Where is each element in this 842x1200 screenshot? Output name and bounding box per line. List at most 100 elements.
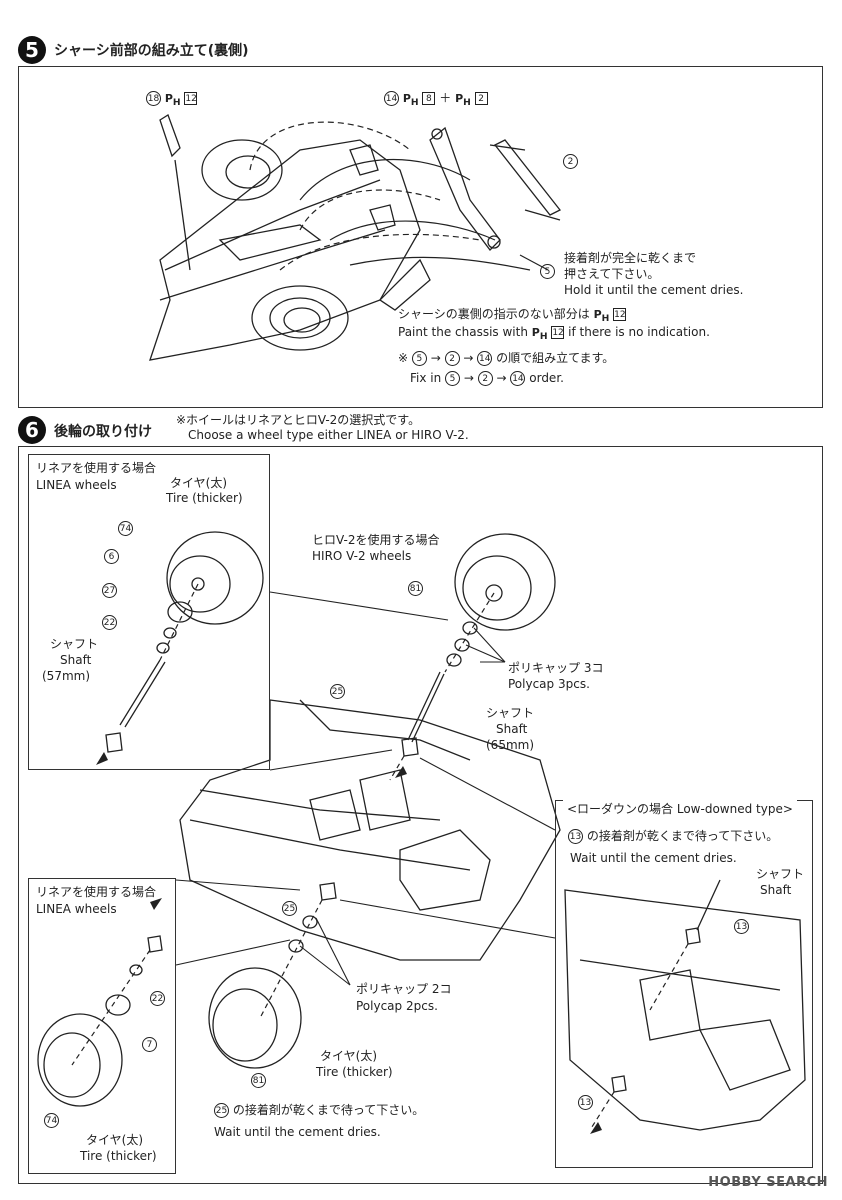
cement-note-jp2: 押さえて下さい。 [564, 267, 660, 281]
hiro-part-25: 25 [330, 683, 345, 699]
paint-code-icon: PH [402, 92, 419, 109]
paint-note-en-a: Paint the chassis with [398, 325, 528, 339]
hiro-polycap-jp: ポリキャップ 3コ [508, 661, 604, 675]
part-14-number: 14 [384, 91, 399, 106]
part-13-number: 13 [578, 1095, 593, 1110]
order-suffix-jp: の順で組み立てます。 [496, 351, 615, 365]
part-81-number: 81 [408, 581, 423, 596]
order-part-2: 2 [444, 351, 460, 366]
part-2-number: 2 [563, 154, 578, 169]
part-18-number: 18 [146, 91, 161, 106]
linea-top-label-jp: リネアを使用する場合 [36, 461, 157, 475]
lowdown-note-en: Wait until the cement dries. [570, 851, 737, 865]
linea-top-shaft-en: Shaft [60, 653, 92, 667]
hiro-shaft-en: Shaft [496, 722, 528, 736]
linea-top-part-27: 27 [102, 582, 117, 598]
part-7-number: 7 [142, 1037, 157, 1052]
part-74-number: 74 [118, 521, 133, 536]
bottom-polycap-en: Polycap 2pcs. [356, 999, 438, 1013]
paint-note-en-b: if there is no indication. [568, 325, 710, 339]
paint-number-box: 2 [474, 92, 488, 105]
lowdown-shaft-jp: シャフト [756, 867, 805, 881]
hiro-polycap-en: Polycap 3pcs. [508, 677, 590, 691]
order-prefix-en: Fix in [410, 371, 442, 385]
linea-top-tire-jp: タイヤ(太) [170, 476, 228, 490]
callout-part-5: 5 [540, 263, 555, 279]
bottom-cement-jp-text: の接着剤が乾くまで待って下さい。 [232, 1103, 425, 1117]
lowdown-part-13a: 13 [734, 918, 749, 934]
paint-note-en: Paint the chassis with PH 12 if there is… [398, 324, 710, 345]
linea-top-label-en: LINEA wheels [36, 478, 117, 492]
order-prefix: ※ [398, 351, 409, 365]
cement-note-en: Hold it until the cement dries. [564, 283, 744, 297]
lowdown-note-jp-text: の接着剤が乾くまで待って下さい。 [586, 829, 779, 843]
bottom-part-81: 81 [251, 1072, 266, 1088]
linea-top-inset [28, 454, 270, 770]
callout-part-18: 18 PH 12 [146, 90, 198, 111]
linea-top-part-6: 6 [104, 548, 119, 564]
order-note-jp: ※ 5 → 2 → 14 の順で組み立てます。 [398, 351, 615, 366]
linea-bottom-part-74: 74 [44, 1112, 59, 1128]
step-6-number: 6 [18, 416, 46, 444]
linea-top-shaft-len: (57mm) [42, 669, 91, 683]
part-13-number: 13 [734, 919, 749, 934]
order-part-14: 14 [510, 371, 526, 386]
hiro-part-81: 81 [408, 580, 423, 596]
part-13-number: 13 [568, 829, 583, 844]
paint-code-icon: PH [593, 308, 610, 325]
part-25-number: 25 [282, 901, 297, 916]
linea-bottom-tire-jp: タイヤ(太) [86, 1133, 144, 1147]
paint-note-jp-text: シャーシの裏側の指示のない部分は [398, 307, 590, 321]
order-suffix-en: order. [529, 371, 564, 385]
part-74-number: 74 [44, 1113, 59, 1128]
watermark: HOBBY SEARCH [708, 1175, 828, 1190]
linea-top-tire-en: Tire (thicker) [166, 491, 243, 505]
order-note-en: Fix in 5 → 2 → 14 order. [410, 371, 564, 386]
bottom-part-25: 25 [282, 900, 297, 916]
linea-top-part-74: 74 [118, 520, 133, 536]
bottom-cement-en: Wait until the cement dries. [214, 1125, 381, 1139]
hiro-label-en: HIRO V-2 wheels [312, 549, 412, 563]
part-6-number: 6 [104, 549, 119, 564]
linea-bottom-label-jp: リネアを使用する場合 [36, 885, 157, 899]
paint-code-icon: PH [164, 92, 181, 109]
callout-part-14: 14 PH 8 ＋ PH 2 [384, 90, 488, 111]
step-6-title: 後輪の取り付け [54, 424, 152, 440]
linea-bottom-inset [28, 878, 176, 1174]
lowdown-part-13b: 13 [578, 1094, 593, 1110]
cement-note-jp: 接着剤が完全に乾くまで [564, 251, 697, 265]
order-part-5: 5 [411, 351, 427, 366]
linea-bottom-label-en: LINEA wheels [36, 902, 117, 916]
part-22-number: 22 [102, 615, 117, 630]
part-25-number: 25 [330, 684, 345, 699]
lowdown-title: <ローダウンの場合 Low-downed type> [563, 800, 797, 817]
paint-number-box: 12 [613, 308, 627, 321]
linea-top-part-22: 22 [102, 614, 117, 630]
hiro-shaft-jp: シャフト [486, 706, 535, 720]
step-6-note-en: Choose a wheel type either LINEA or HIRO… [188, 428, 469, 442]
linea-top-shaft-jp: シャフト [50, 637, 99, 651]
paint-code-icon: PH [455, 92, 471, 109]
linea-bottom-tire-en: Tire (thicker) [80, 1149, 157, 1163]
linea-bottom-part-7: 7 [142, 1036, 157, 1052]
step-6-note-jp: ※ホイールはリネアとヒロV-2の選択式です。 [176, 413, 421, 427]
callout-part-2: 2 [563, 153, 578, 169]
order-part-14: 14 [477, 351, 493, 366]
step-5-title: シャーシ前部の組み立て(裏側) [54, 43, 249, 59]
paint-number-box: 8 [422, 92, 436, 105]
hiro-label-jp: ヒロV-2を使用する場合 [312, 533, 440, 547]
order-part-5: 5 [445, 371, 461, 386]
bottom-cement-jp: 25 の接着剤が乾くまで待って下さい。 [214, 1102, 424, 1118]
paint-number-box: 12 [551, 326, 565, 339]
paint-note-jp: シャーシの裏側の指示のない部分は PH 12 [398, 306, 627, 327]
plus-sign: ＋ [439, 91, 452, 105]
lowdown-note-jp: 13 の接着剤が乾くまで待って下さい。 [568, 828, 778, 844]
part-81-number: 81 [251, 1073, 266, 1088]
part-27-number: 27 [102, 583, 117, 598]
hiro-shaft-len: (65mm) [486, 738, 535, 752]
step-5-number: 5 [18, 36, 46, 64]
paint-code-icon: PH [531, 326, 548, 343]
bottom-tire-jp: タイヤ(太) [320, 1049, 378, 1063]
